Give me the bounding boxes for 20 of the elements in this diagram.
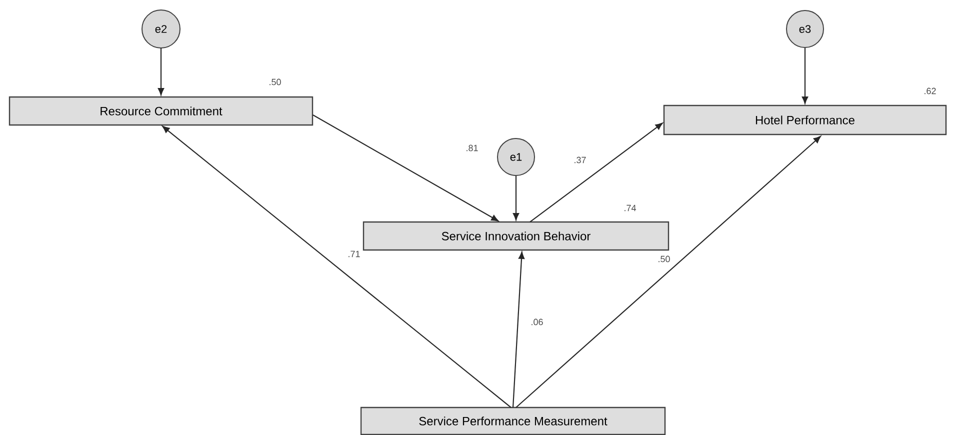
coefficient-label: .50 xyxy=(270,78,281,86)
coefficient-label: .62 xyxy=(924,88,936,94)
arrow xyxy=(158,48,164,96)
arrow xyxy=(516,136,821,408)
arrow xyxy=(162,126,512,408)
edge-label: .06 xyxy=(532,318,543,326)
edge-label: .37 xyxy=(574,156,586,164)
variable-box: Service Innovation Behavior xyxy=(362,221,670,251)
variable-box: Resource Commitment xyxy=(8,96,314,126)
arrow xyxy=(512,176,520,220)
edge-label: .81 xyxy=(466,144,478,152)
edge-label: .50 xyxy=(658,256,670,262)
arrow xyxy=(802,48,808,104)
edge-label: .71 xyxy=(348,250,360,258)
variable-box: Service Performance Measurement xyxy=(360,406,666,435)
arrow xyxy=(512,252,525,408)
variable-box: Hotel Performance xyxy=(663,104,947,136)
coefficient-label: .74 xyxy=(624,204,636,212)
arrow xyxy=(530,122,663,222)
arrow xyxy=(312,114,499,222)
